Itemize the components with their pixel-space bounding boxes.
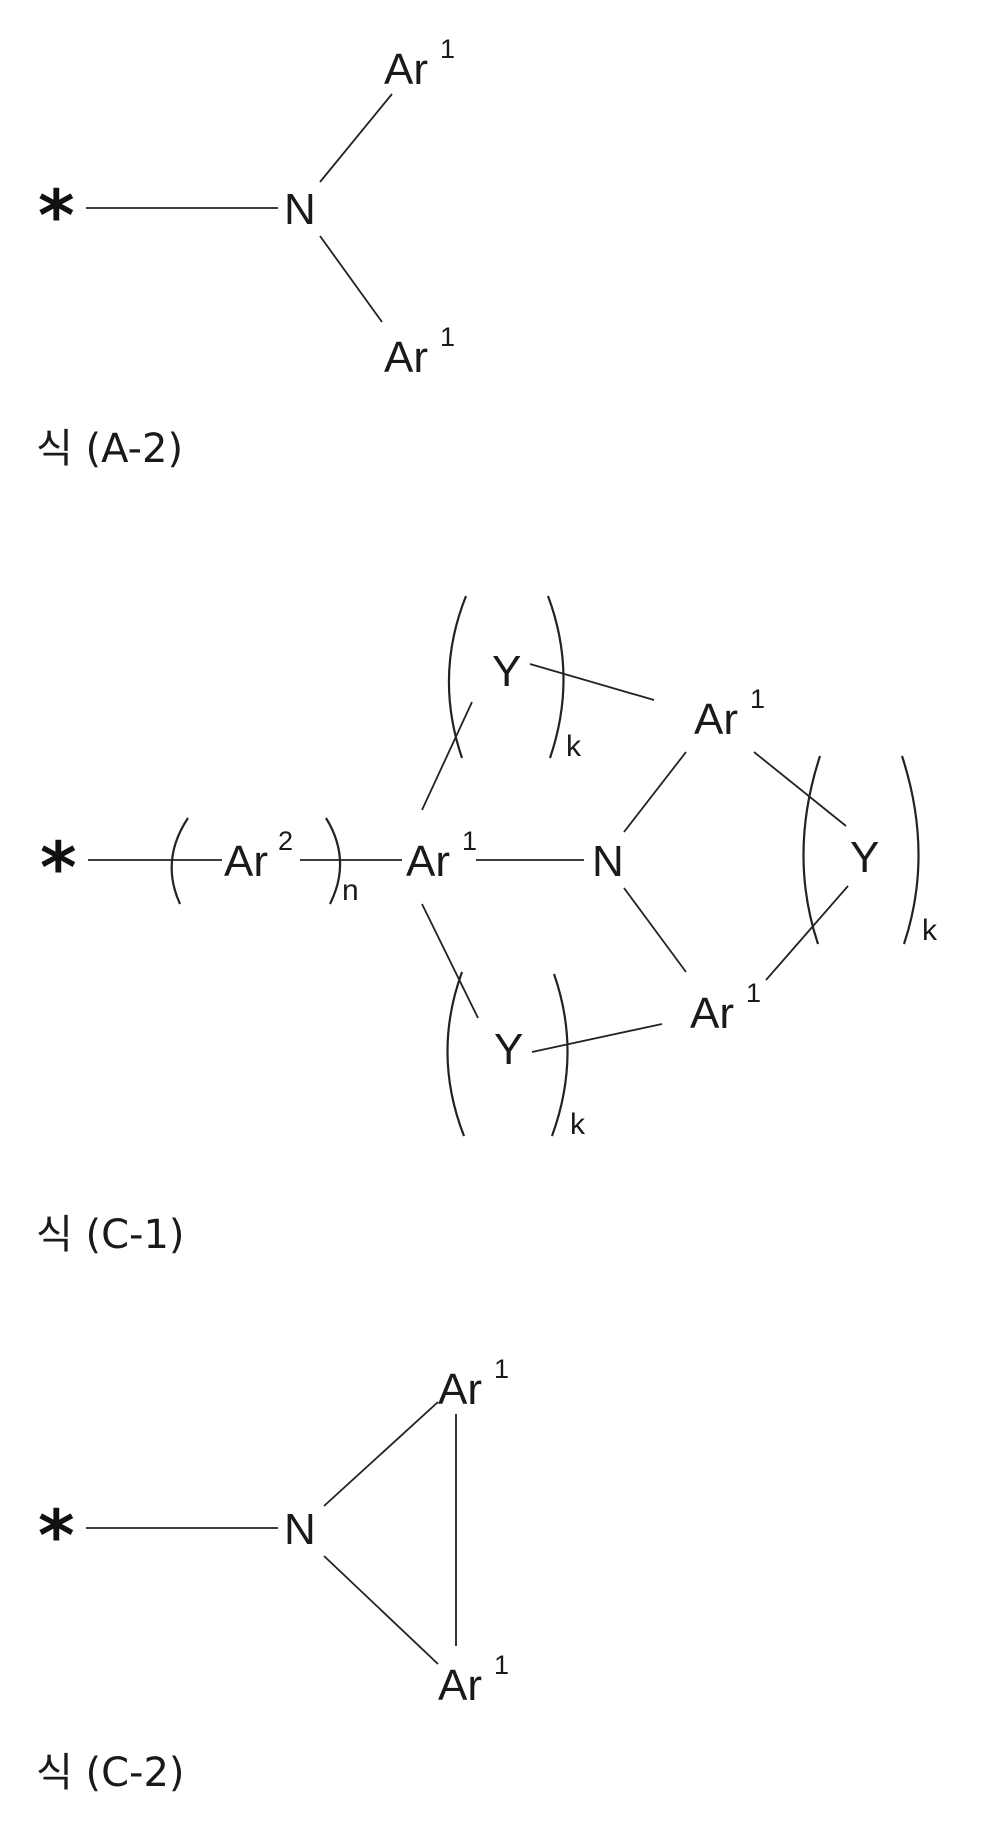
a2-caption: 식 (A-2) [36, 426, 183, 472]
c1-k-right-subscript: k [922, 914, 938, 947]
c1-ar1-y-bot-bond [422, 904, 478, 1018]
formula-c1: * Ar 2 n Ar 1 N Ar 1 Ar 1 Y k Y k [36, 596, 938, 1258]
c1-ar1-y-top-bond [422, 702, 472, 810]
a2-nitrogen: N [284, 185, 316, 234]
c1-n-ar-right-top-bond [624, 752, 686, 832]
c1-ar-right-top: Ar [694, 695, 738, 744]
c2-ar-top-superscript: 1 [494, 1354, 509, 1384]
c1-y-bot-ar-right-bond [532, 1024, 662, 1052]
c1-k-top-subscript: k [566, 730, 582, 763]
c1-y-right: Y [850, 833, 879, 882]
c2-ar-bot-superscript: 1 [494, 1650, 509, 1680]
c1-ar-right-top-y-right-bond [754, 752, 846, 826]
c2-ar-bot: Ar [438, 1661, 482, 1710]
c1-y-bot-left-paren [447, 972, 464, 1136]
c1-y-bot-right-paren [552, 974, 568, 1136]
c1-n-ar-right-bot-bond [624, 888, 686, 972]
c1-ar-center-superscript: 1 [462, 826, 477, 856]
a2-n-ar-top-bond [320, 94, 392, 182]
a2-ar-top-superscript: 1 [440, 34, 455, 64]
a2-ar-top: Ar [384, 45, 428, 94]
c1-y-top: Y [492, 647, 521, 696]
c1-ar-right-top-superscript: 1 [750, 684, 765, 714]
c2-nitrogen: N [284, 1505, 316, 1554]
c1-y-top-right-paren [548, 596, 564, 758]
c2-n-ar-bot-bond [324, 1556, 438, 1664]
c1-ar2-right-paren [326, 818, 340, 904]
c1-nitrogen: N [592, 837, 624, 886]
c1-y-right-left-paren [803, 756, 820, 944]
c2-caption: 식 (C-2) [36, 1750, 185, 1796]
c1-ar2-superscript: 2 [278, 826, 293, 856]
c1-ar2-left-paren [172, 818, 188, 904]
c1-ar2: Ar [224, 837, 268, 886]
c1-attachment-star: * [40, 827, 77, 909]
c1-y-right-right-paren [902, 756, 919, 944]
a2-ar-bot-superscript: 1 [440, 322, 455, 352]
formula-c2: * N Ar 1 Ar 1 식 (C-2) [36, 1354, 509, 1796]
c1-caption: 식 (C-1) [36, 1212, 185, 1258]
c2-n-ar-top-bond [324, 1402, 438, 1506]
c2-attachment-star: * [38, 1495, 75, 1577]
a2-n-ar-bot-bond [320, 236, 382, 322]
c1-y-top-ar-right-bond [530, 664, 654, 700]
c1-y-bot: Y [494, 1025, 523, 1074]
c2-ar-top: Ar [438, 1365, 482, 1414]
c1-ar-right-bot-superscript: 1 [746, 978, 761, 1008]
c1-ar-right-bot: Ar [690, 989, 734, 1038]
c1-k-bot-subscript: k [570, 1108, 586, 1141]
c1-n-subscript: n [342, 874, 359, 907]
c1-ar-center: Ar [406, 837, 450, 886]
a2-attachment-star: * [38, 175, 75, 257]
a2-ar-bot: Ar [384, 333, 428, 382]
formula-a2: * N Ar 1 Ar 1 식 (A-2) [36, 34, 455, 472]
